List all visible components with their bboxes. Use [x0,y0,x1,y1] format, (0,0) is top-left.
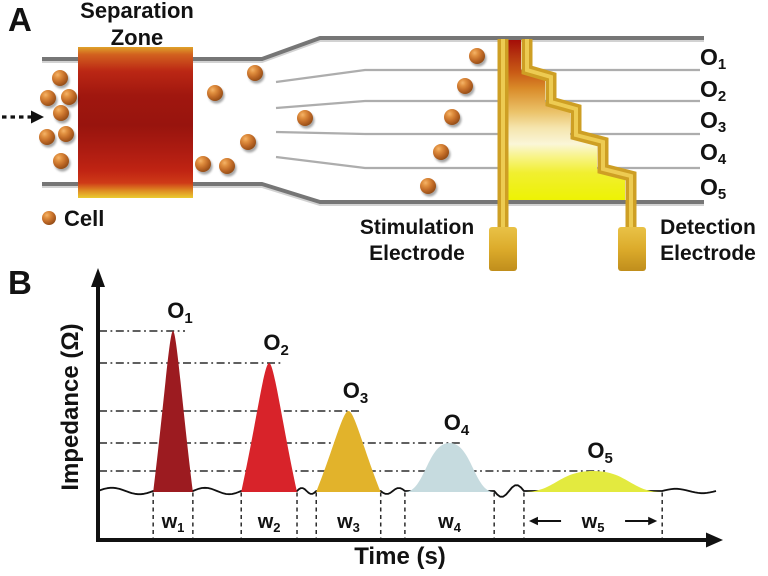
inlet-arrowhead-icon [31,110,44,124]
panel-a: A Separation Zone Cell O1 O2 O3 O4 O5 St… [2,0,756,271]
cell-icon [52,70,68,86]
separation-zone-title-line2: Zone [111,25,164,50]
cells [39,48,485,194]
impedance-peak [523,471,663,492]
channel-divider [275,155,700,170]
stimulation-electrode-label-line2: Electrode [369,242,465,265]
cell-icon [53,105,69,121]
peak-width-label: w4 [437,511,462,535]
plot-peaks [153,331,663,492]
channel-divider [275,99,700,110]
x-axis-label: Time (s) [354,543,446,570]
y-axis-label: Impedance (Ω) [57,323,84,490]
cell-icon [297,110,313,126]
detection-electrode-staircase-highlight [525,39,633,229]
stimulation-electrode-label-line1: Stimulation [360,216,474,239]
cell-icon [39,129,55,145]
panel-a-label: A [8,1,32,38]
panel-b-label: B [8,264,32,301]
peak-width-label: w5 [581,511,605,535]
cell-legend-label: Cell [64,206,104,231]
impedance-peak [153,331,193,492]
y-axis-arrowhead-icon [91,268,105,287]
outlet-label-o2: O2 [700,76,726,105]
outlet-label-o3: O3 [700,107,726,136]
cell-icon [444,109,460,125]
impedance-peak [316,411,381,492]
cell-icon [195,156,211,172]
outlet-label-o1: O1 [700,44,726,73]
cell-icon [457,78,473,94]
plot-width-labels: w1 w2 w3 w4 w5 [161,511,658,535]
cell-icon [61,89,77,105]
impedance-peak [404,443,495,492]
peak-label: O3 [343,378,368,407]
stimulation-electrode-pad [489,227,517,271]
inlet-flow-arrow [2,110,44,124]
detection-electrode-label-line2: Electrode [660,242,756,265]
peak-label: O2 [263,330,288,359]
peak-width-label: w1 [161,511,185,535]
cell-legend-icon [42,211,56,225]
cell-icon [53,153,69,169]
cell-icon [40,90,56,106]
detection-electrode-pad [618,227,646,271]
cell-icon [240,134,256,150]
cell-icon [469,48,485,64]
cell-icon [420,178,436,194]
outlet-label-o4: O4 [700,139,727,168]
peak-width-label: w2 [257,511,281,535]
peak-label: O5 [587,438,612,467]
cell-icon [207,85,223,101]
impedance-baseline [97,484,717,498]
separation-zone-title-line1: Separation [80,0,194,23]
width-arrowhead-icon [648,516,658,526]
impedance-gradient-region [508,40,625,200]
channel-divider [275,130,700,136]
separation-zone [78,47,193,198]
outlet-label-o5: O5 [700,174,726,203]
channel-divider [275,68,700,84]
peak-width-label: w3 [336,511,360,535]
plot-width-markers [152,492,663,539]
cell-icon [219,158,235,174]
cell-icon [58,126,74,142]
plot-baseline [97,484,717,498]
width-arrowhead-icon [528,516,538,526]
cell-icon [247,65,263,81]
peak-label: O4 [444,410,470,439]
impedance-peak [241,363,297,492]
x-axis-arrowhead-icon [706,532,723,548]
peak-label: O1 [167,298,192,327]
cell-icon [433,144,449,160]
detection-electrode-label-line1: Detection [660,216,756,239]
